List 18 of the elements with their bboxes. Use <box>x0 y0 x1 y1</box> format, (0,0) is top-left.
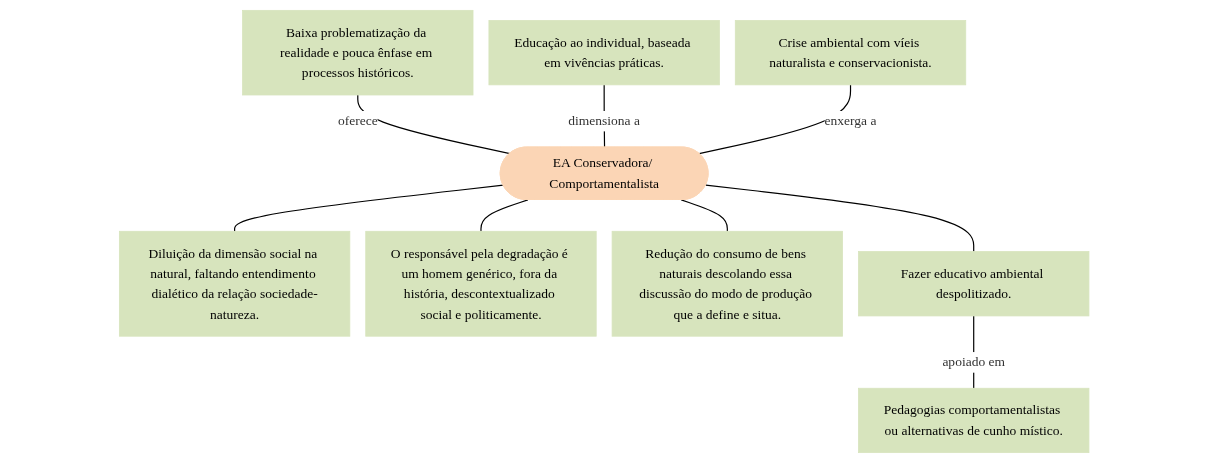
node-box: Pedagogias comportamentalistas ou alternativas de cunho místico. <box>857 387 1090 454</box>
node-box: Fazer educativo ambiental despolitizado. <box>857 251 1090 317</box>
node-box: Diluição da dimensão social na natural, faltando entendimento dialético da relação sociedade-natureza. <box>118 230 351 337</box>
node-box: Educação ao individual, baseada em vivências práticas. <box>488 20 720 86</box>
connector <box>705 184 975 253</box>
edge-label: apoiado em <box>942 354 1005 370</box>
connector <box>680 199 728 232</box>
node-box: O responsável pela degradação é um homem genérico, fora da história, descontextualizado social e politicamente. <box>365 230 597 337</box>
connector <box>357 94 511 155</box>
connector <box>698 84 851 155</box>
node-box: Redução do consumo de bens naturais descolando essa discussão do modo de produção que a define e situa. <box>611 230 843 337</box>
edge-label: oferece <box>337 113 378 129</box>
node-box: Crise ambiental com víeis naturalista e conservacionista. <box>734 20 966 86</box>
node-box: Baixa problematização da realidade e pouca ênfase em processos históricos. <box>242 9 474 96</box>
edge-label: dimensiona a <box>568 113 640 129</box>
edge-label: enxerga a <box>824 113 877 129</box>
connector <box>233 184 504 232</box>
connector <box>480 199 529 232</box>
